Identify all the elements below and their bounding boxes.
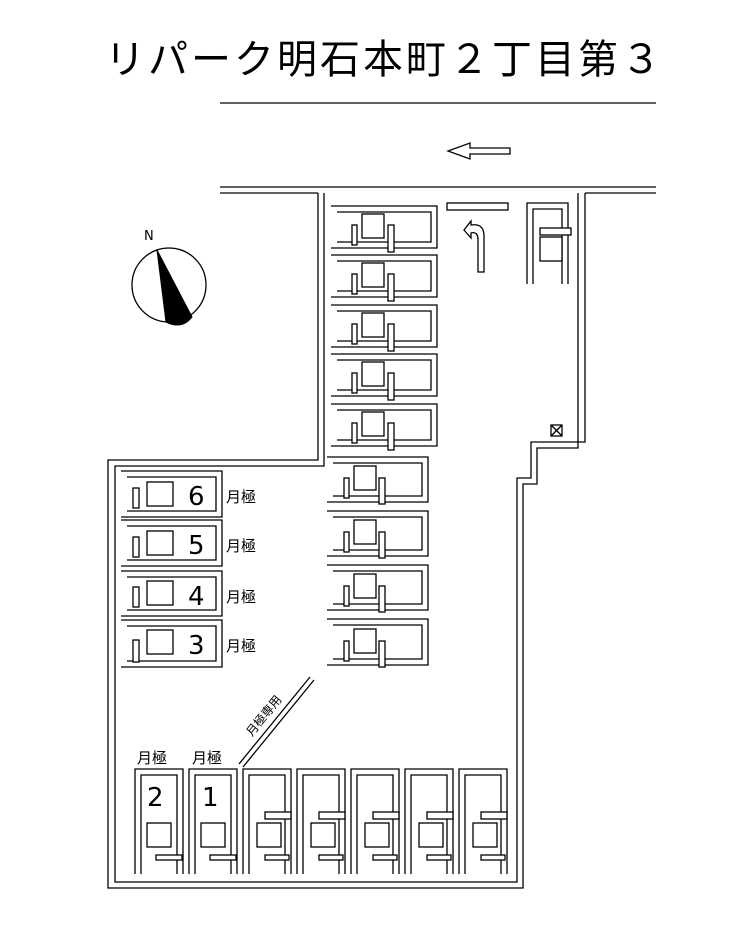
north-label: N <box>144 229 154 244</box>
stall-number: 4 <box>188 582 205 612</box>
monthly-stall-6: 6 月極 <box>121 470 256 518</box>
west-monthly-stalls: 6 月極 5 月極 4 月極 3 月極 <box>121 470 256 668</box>
bottom-monthly-stalls: 月極 2 月極 1 <box>134 749 238 874</box>
stall-number: 3 <box>188 631 205 661</box>
monthly-stall-2: 月極 2 <box>134 749 184 874</box>
monthly-only-divider: 月極専用 <box>238 676 315 768</box>
stall-tag: 月極 <box>226 637 256 655</box>
compass-icon: N <box>131 229 207 326</box>
stall-tag: 月極 <box>226 488 256 506</box>
stall-number: 6 <box>188 482 205 512</box>
payment-machine <box>539 236 563 262</box>
lot-boundary <box>107 193 586 889</box>
monthly-stall-4: 4 月極 <box>121 570 256 617</box>
stall-number: 2 <box>147 783 164 813</box>
stall-number: 5 <box>188 531 205 561</box>
stall-tag: 月極 <box>192 749 222 767</box>
center-upper-stalls <box>331 205 438 451</box>
stall-number: 1 <box>202 783 219 813</box>
traffic-direction-arrow-icon <box>446 142 511 160</box>
stall-tag: 月極 <box>226 537 256 555</box>
monthly-stall-5: 5 月極 <box>121 519 256 567</box>
monthly-stall-3: 3 月極 <box>121 619 256 668</box>
bottom-hourly-stalls <box>242 768 508 874</box>
road <box>220 102 656 194</box>
payment-machine-area <box>526 202 572 284</box>
entrance-gate-bar <box>446 202 509 211</box>
center-lower-stalls <box>327 456 429 668</box>
entry-turn-arrow-icon <box>463 219 485 273</box>
page-title: リパーク明石本町２丁目第３ <box>105 37 664 83</box>
stall-tag: 月極 <box>137 749 167 767</box>
payment-machine-shelter <box>539 227 572 236</box>
stall-tag: 月極 <box>226 588 256 606</box>
monthly-stall-1: 月極 1 <box>188 749 238 874</box>
